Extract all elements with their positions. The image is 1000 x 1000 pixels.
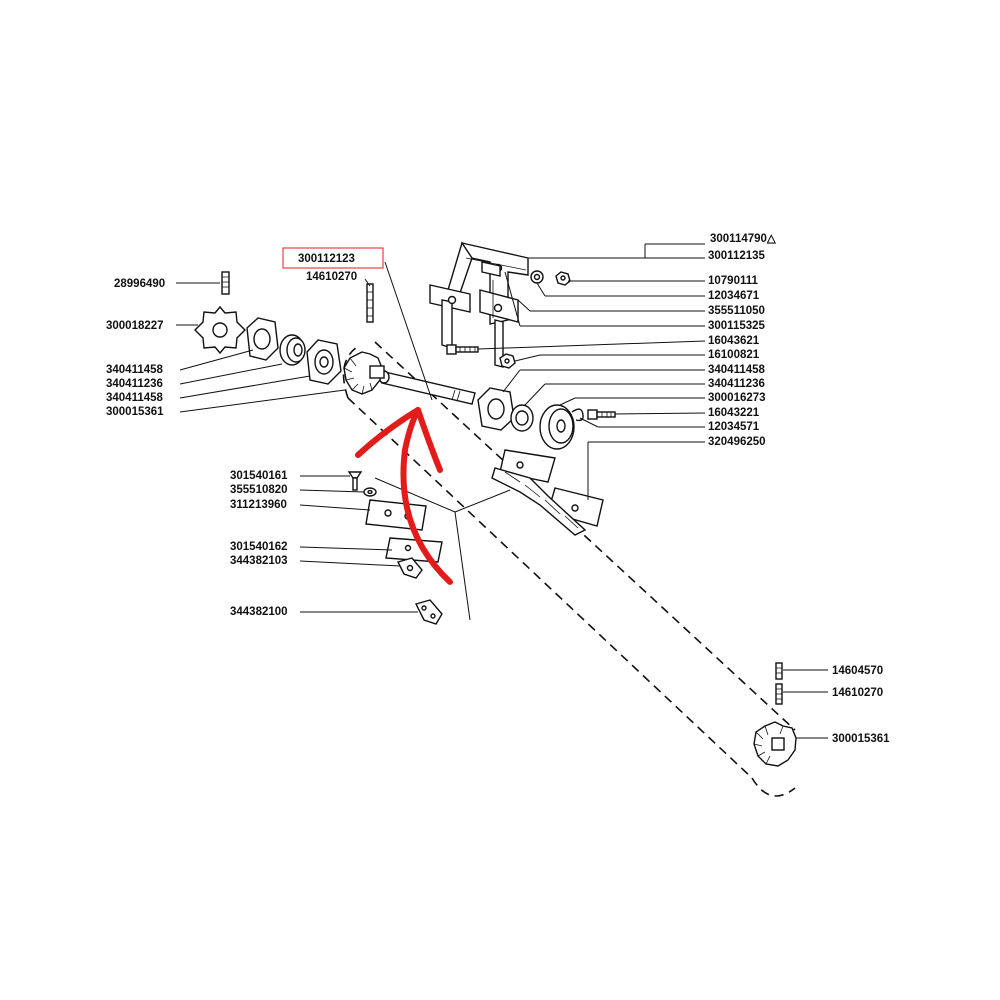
- nut-12034671: [555, 271, 571, 286]
- label-12034571: 12034571: [708, 421, 760, 433]
- sprocket-300015361-left: [343, 351, 385, 395]
- screw-301540161: [347, 471, 363, 491]
- bolt-16043221: [587, 409, 616, 420]
- screw-14604570: [775, 662, 783, 680]
- bearing-340411236-right: [510, 404, 534, 432]
- set-screw-28996490: [221, 271, 230, 295]
- flange-340411458-left-2: [306, 339, 342, 385]
- cover-300016273: [539, 404, 575, 450]
- label-12034671: 12034671: [708, 290, 760, 302]
- leader-lines: [176, 243, 828, 739]
- screw-14610270-bottom: [775, 683, 783, 705]
- label-300114790: 300114790△: [710, 233, 777, 245]
- label-340411458-left-2: 340411458: [106, 392, 164, 404]
- highlight-box: [282, 247, 384, 269]
- link-344382100: [414, 599, 443, 625]
- label-320496250: 320496250: [708, 436, 766, 448]
- plate-301540162: [385, 537, 443, 563]
- shaft-300112123: [378, 370, 476, 405]
- label-14604570: 14604570: [832, 665, 883, 677]
- bracket-assembly: [429, 241, 529, 368]
- label-344382103: 344382103: [230, 555, 288, 567]
- bolt-16043621: [446, 344, 479, 355]
- flange-340411458-right: [477, 387, 515, 431]
- sprocket-300015361-bottom: [753, 721, 797, 767]
- tensioner-320496250: [491, 449, 604, 536]
- label-300112135: 300112135: [708, 250, 766, 262]
- sprocket-300018227: [194, 305, 246, 355]
- label-300015361-bottom: 300015361: [832, 733, 890, 745]
- part-labels: 300114790△ 300112135 10790111 12034671 3…: [106, 233, 890, 745]
- label-300018227: 300018227: [106, 320, 164, 332]
- label-340411236-right: 340411236: [708, 378, 765, 390]
- label-340411458-right: 340411458: [708, 364, 766, 376]
- clip-344382103: [396, 557, 423, 579]
- washer-355510820: [363, 487, 377, 497]
- plate-311213960: [365, 499, 427, 531]
- flange-340411458-left: [246, 317, 279, 361]
- label-344382100: 344382100: [230, 606, 288, 618]
- label-300115325: 300115325: [708, 320, 766, 332]
- label-300016273: 300016273: [708, 392, 766, 404]
- label-16043621: 16043621: [708, 335, 760, 347]
- label-16043221: 16043221: [708, 407, 760, 419]
- label-28996490: 28996490: [114, 278, 165, 290]
- label-355510820: 355510820: [230, 484, 288, 496]
- washer-10790111: [530, 270, 544, 284]
- label-301540162: 301540162: [230, 541, 288, 553]
- label-311213960: 311213960: [230, 499, 287, 511]
- label-340411236-left: 340411236: [106, 378, 163, 390]
- bearing-340411236-left: [279, 334, 306, 366]
- label-301540161: 301540161: [230, 470, 288, 482]
- label-300112123: 300112123: [298, 253, 355, 265]
- label-14610270-top: 14610270: [306, 271, 357, 283]
- label-340411458-left: 340411458: [106, 364, 164, 376]
- label-10790111: 10790111: [708, 275, 759, 287]
- label-355511050: 355511050: [708, 305, 765, 317]
- nut-16100821: [499, 353, 516, 369]
- label-300015361-left: 300015361: [106, 406, 164, 418]
- screw-14610270-top: [366, 283, 374, 323]
- label-16100821: 16100821: [708, 349, 760, 361]
- red-arrow-annotation: [355, 407, 453, 585]
- label-14610270-bottom: 14610270: [832, 687, 883, 699]
